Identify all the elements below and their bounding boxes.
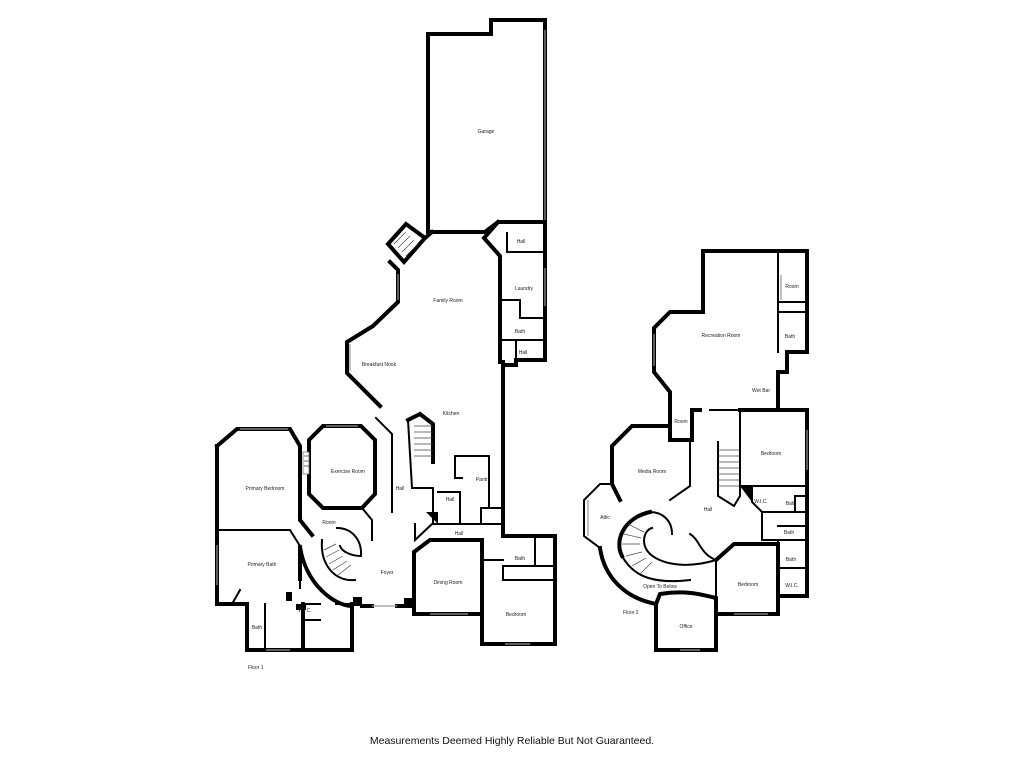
main-living-walls <box>345 229 518 538</box>
room-label-pantry: Pantry <box>476 477 491 483</box>
room-label-bath: Bath <box>252 625 263 631</box>
upper-curved-stairs <box>597 509 718 607</box>
room-label-hall: Hall <box>455 531 464 537</box>
service-column-walls <box>481 219 547 364</box>
garage-walls <box>426 18 547 234</box>
room-label-laundry: Laundry <box>515 286 534 292</box>
room-label-wic: W.I.C. <box>785 583 799 589</box>
upper-bedrooms-walls <box>738 408 809 598</box>
room-label-open-to-below: Open To Below <box>643 584 677 590</box>
room-label-bath: Bath <box>786 501 797 507</box>
room-label-family-room: Family Room <box>433 298 462 304</box>
room-label-bath: Bath <box>784 530 795 536</box>
fireplace <box>385 221 428 266</box>
room-label-media-room: Media Room <box>638 469 666 475</box>
room-label-wic: W.I.C. <box>754 499 768 505</box>
room-label-room: Room <box>674 419 687 425</box>
room-label-room: Room <box>322 520 335 526</box>
upper-hall-stairs <box>709 409 752 508</box>
floor-2-labels: Room Recreation Room Bath Wet Bar Room M… <box>600 284 799 630</box>
disclaimer-text: Measurements Deemed Highly Reliable But … <box>369 735 655 747</box>
primary-suite-walls <box>214 427 354 652</box>
room-label-breakfast-nook: Breakfast Nook <box>362 362 397 368</box>
floor-2-plan: Room Recreation Room Bath Wet Bar Room M… <box>583 249 809 652</box>
room-label-recreation-room: Recreation Room <box>702 333 741 339</box>
dining-room-walls <box>412 538 484 616</box>
room-label-bath: Bath <box>515 329 526 335</box>
room-label-wet-bar: Wet Bar <box>752 388 770 394</box>
room-label-primary-bedroom: Primary Bedroom <box>246 486 285 492</box>
room-label-hall: Hall <box>519 350 528 356</box>
room-label-primary-bath: Primary Bath <box>248 562 277 568</box>
floor-1-labels: Garage Hall Laundry Family Room Bath Hal… <box>246 129 534 671</box>
foyer-curved-stairs <box>297 526 363 609</box>
floor-2-label: Floor 2 <box>623 610 639 616</box>
room-label-hall: Hall <box>446 497 455 503</box>
room-label-dining-room: Dining Room <box>434 580 463 586</box>
media-room-walls <box>583 424 691 550</box>
room-label-hall: Hall <box>704 507 713 513</box>
room-label-bedroom: Bedroom <box>738 582 758 588</box>
room-label-bath: Bath <box>515 556 526 562</box>
lower-bedroom-office-walls <box>653 542 780 652</box>
exercise-room-walls <box>302 424 377 510</box>
room-label-foyer: Foyer <box>381 570 394 576</box>
room-label-kitchen: Kitchen <box>443 411 460 417</box>
room-label-bedroom: Bedroom <box>506 612 526 618</box>
room-label-hall: Hall <box>517 239 526 245</box>
recreation-room-walls <box>652 249 809 442</box>
foyer-front-walls <box>360 416 504 608</box>
room-label-wic: W.I.C. <box>298 608 312 614</box>
room-label-bath: Bath <box>785 334 796 340</box>
kitchen-stairs <box>405 411 504 525</box>
floor-1-plan: Garage Hall Laundry Family Room Bath Hal… <box>214 18 557 671</box>
room-label-hall: Hall <box>396 486 405 492</box>
room-label-bath: Bath <box>786 557 797 563</box>
room-label-attic: Attic <box>600 515 610 521</box>
room-label-bedroom: Bedroom <box>761 451 781 457</box>
room-label-exercise-room: Exercise Room <box>331 469 365 475</box>
room-label-office: Office <box>680 624 693 630</box>
bedroom-wing-walls <box>480 534 557 646</box>
room-label-room: Room <box>785 284 798 290</box>
room-label-garage: Garage <box>478 129 495 135</box>
floor-1-label: Floor 1 <box>248 665 264 671</box>
